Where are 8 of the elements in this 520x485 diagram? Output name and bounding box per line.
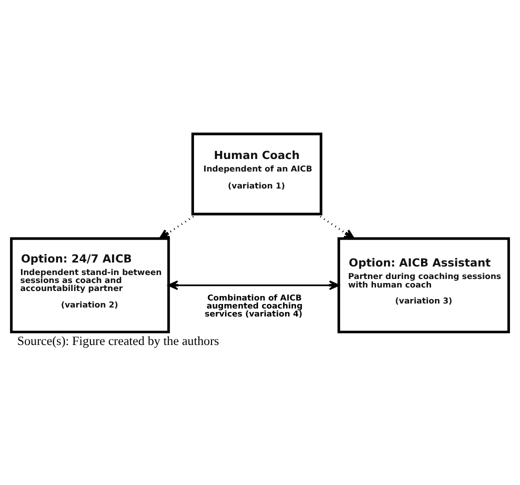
arrow [316, 212, 355, 239]
arrow [159, 212, 198, 239]
node-box: Option: AICB Assistant Partner during coaching sessions with human coach (variation 3) [338, 236, 510, 333]
caption: Source(s): Figure created by the authors [17, 334, 220, 348]
arrow [168, 280, 340, 290]
node-box: Option: 24/7 AICB Independent stand-in between sessions as coach and accountability partner (variation 2) [10, 236, 170, 333]
edge-label: Combination of AICB augmented coaching services (variation 4) [204, 292, 303, 318]
node-box: Human Coach Independent of an AICB (variation 1) [191, 132, 322, 215]
